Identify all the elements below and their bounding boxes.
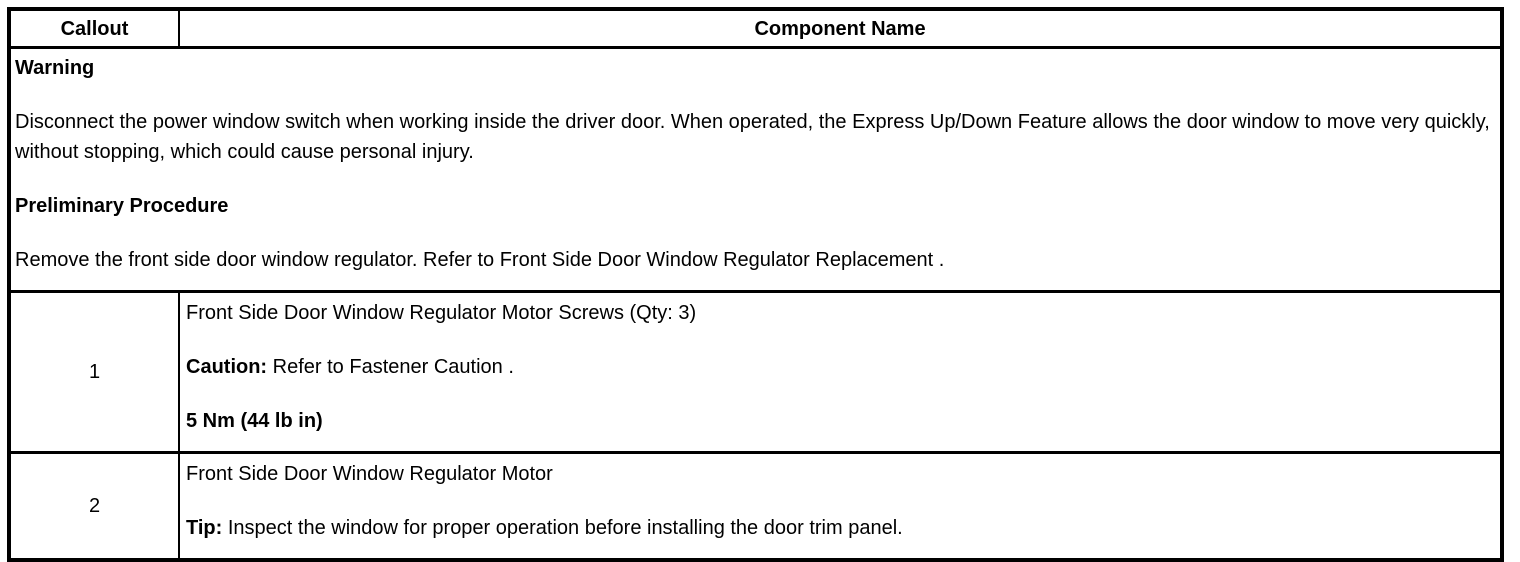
component-name: Front Side Door Window Regulator Motor S… (186, 302, 697, 324)
preamble-row: Warning Disconnect the power window swit… (9, 47, 1502, 293)
preamble-cell: Warning Disconnect the power window swit… (9, 47, 1502, 293)
component-name-column-header: Component Name (178, 9, 1502, 49)
callout-column-header: Callout (9, 9, 179, 49)
warning-text: Disconnect the power window switch when … (15, 111, 1490, 163)
table-header-row: Callout Component Name (9, 9, 1502, 49)
table-row: 2 Front Side Door Window Regulator Motor… (9, 452, 1502, 560)
component-cell: Front Side Door Window Regulator Motor S… (178, 291, 1502, 454)
callout-number: 2 (88, 495, 101, 517)
callout-number: 1 (9, 291, 179, 454)
component-cell: Front Side Door Window Regulator Motor T… (178, 452, 1502, 560)
component-name: Front Side Door Window Regulator Motor (186, 463, 553, 485)
torque-spec: 5 Nm (44 lb in) (186, 410, 323, 432)
table-row: 1 Front Side Door Window Regulator Motor… (9, 291, 1502, 454)
caution-label: Caution: (186, 356, 268, 378)
caution-text: Refer to Fastener Caution . (267, 356, 514, 378)
tip-label: Tip: (186, 517, 223, 539)
preliminary-procedure-heading: Preliminary Procedure (15, 195, 229, 217)
tip-text: Inspect the window for proper operation … (222, 517, 903, 539)
warning-heading: Warning (15, 57, 95, 79)
component-callout-table: Callout Component Name Warning Disconnec… (7, 7, 1504, 562)
caution-note: Caution: Refer to Fastener Caution . (186, 352, 1492, 382)
preliminary-procedure-text: Remove the front side door window regula… (15, 249, 945, 271)
tip-note: Tip: Inspect the window for proper opera… (186, 513, 1492, 543)
